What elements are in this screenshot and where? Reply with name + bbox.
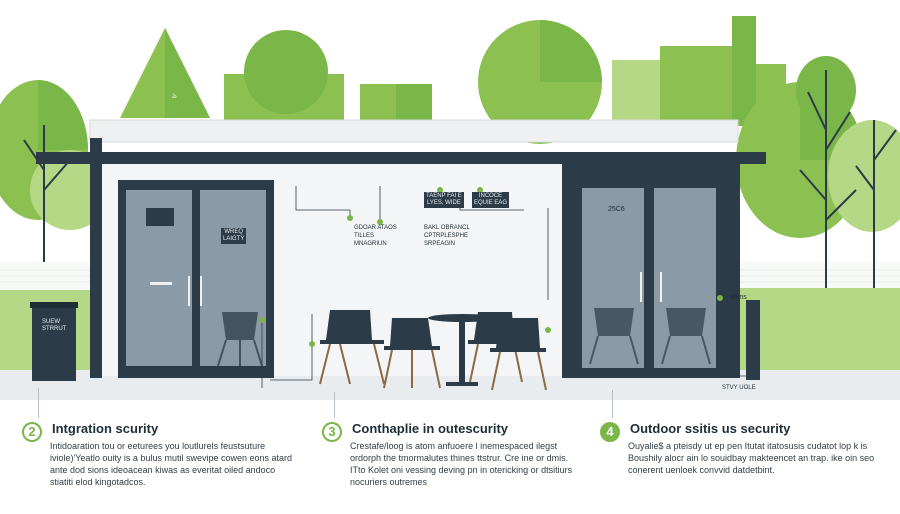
info-section-outescurity: 3 Conthaplie in outescurity Crestafe/loo…: [322, 410, 602, 510]
callout-left-text: GDOAR ATAOS TILLES MNAGRIUN: [354, 225, 397, 247]
bottom-right-label: STVY UOLE: [722, 385, 756, 391]
left-glass-door[interactable]: [118, 180, 274, 378]
section-body-outdoor: Ouyalie$ a pteisdy ut ep pen Itutat itat…: [628, 441, 875, 475]
roof-top: [89, 119, 739, 143]
section-number-2: 2: [22, 422, 42, 442]
section-body-outescurity: Crestafe/loog is atom anfuoere l inemesp…: [350, 441, 573, 487]
section-number-3: 3: [322, 422, 342, 442]
right-lawn: [740, 288, 900, 374]
patio-furniture: [319, 310, 547, 391]
roof-canopy: [36, 152, 766, 164]
door-handle-center-left[interactable]: [188, 276, 190, 306]
trash-bin: [30, 302, 78, 381]
info-section-outdoor: 4 Outdoor ssitis us security Ouyalie$ a …: [600, 410, 890, 510]
right-glass-door[interactable]: [572, 176, 728, 378]
callout-right-text: BAKL OBRANCL CPTRPLESPHE SRPEAGIN: [424, 225, 470, 247]
tall-block-tree: [732, 16, 756, 126]
door-handle-left[interactable]: [150, 282, 172, 285]
outdoor-pavilion-illustration: ঌ SUEW STRRUT WREQ LAIGTY 25C6 TAENP FAI…: [0, 16, 900, 400]
background-trees: [120, 16, 786, 144]
section-number-4: 4: [600, 422, 620, 442]
section-title-outescurity: Conthaplie in outescurity: [352, 421, 509, 436]
tree-tag: ঌ: [172, 91, 177, 100]
block-tree: [612, 60, 662, 120]
divider-center: [334, 392, 335, 418]
info-section-integration: 2 Intgration scurity Intidoaration tou o…: [22, 410, 312, 510]
divider-right: [612, 390, 613, 418]
section-body-integration: Intidoaration tou or eeturees you loutlu…: [50, 441, 293, 487]
door-handle-center-right[interactable]: [200, 276, 202, 306]
section-title-integration: Intgration scurity: [52, 421, 159, 436]
right-post: [746, 300, 760, 380]
right-pole-label: elens: [730, 294, 747, 301]
top-sign-right: INCOCE EQUIE EAG: [472, 192, 510, 208]
section-title-outdoor: Outdoor ssitis us security: [630, 421, 791, 436]
left-wall-post: [90, 138, 102, 378]
left-door-sign: WREQ LAIGTY: [221, 228, 247, 244]
callout-dots: [259, 187, 723, 347]
right-window-label: 25C6: [608, 206, 625, 213]
divider-left: [38, 388, 39, 418]
trash-bin-label: SUEW STRRUT: [40, 318, 69, 334]
right-trees: [736, 56, 900, 318]
top-sign-left: TAENP FAI E LYES, WIDE: [424, 192, 464, 208]
left-window-label: [147, 212, 171, 222]
